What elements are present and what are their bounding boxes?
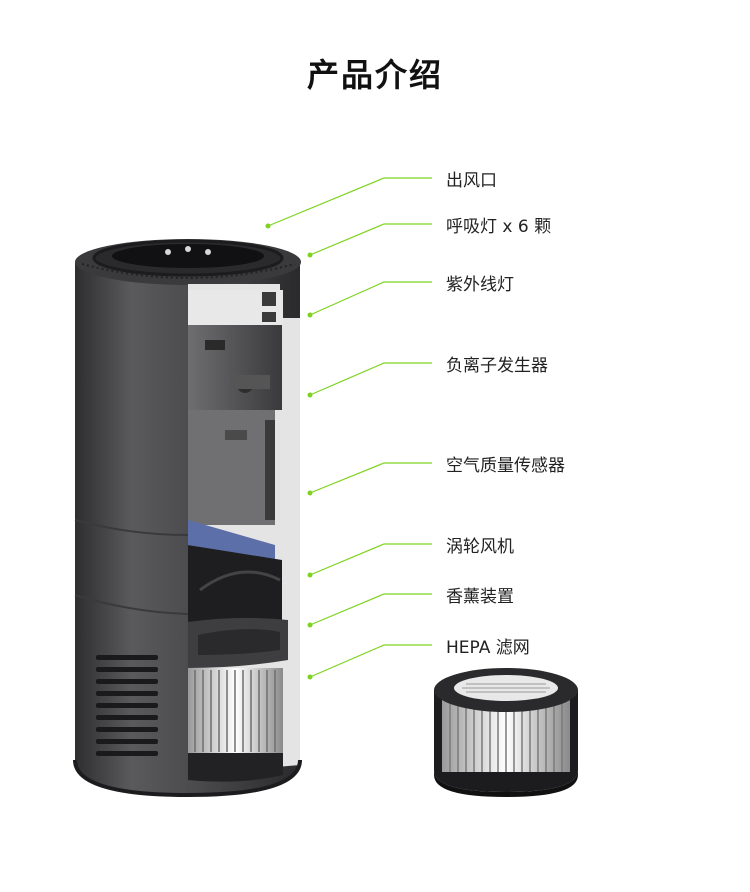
purifier-image [73,239,302,798]
filter-image [434,668,578,797]
callout-label-breathing-light: 呼吸灯 x 6 颗 [446,217,552,237]
leader-turbo-fan [307,543,432,578]
callout-label-aroma-device: 香薰装置 [446,587,514,607]
callout-leaders [265,177,432,680]
leader-ion-generator [307,362,432,398]
leader-air-outlet [265,177,432,229]
leader-uv-lamp [307,281,432,318]
callout-label-air-outlet: 出风口 [446,171,497,191]
page-title: 产品介绍 [306,56,443,94]
callout-label-turbo-fan: 涡轮风机 [446,537,514,557]
callout-label-ion-generator: 负离子发生器 [446,356,548,376]
leader-aroma-device [307,593,432,628]
leader-air-sensor [307,462,432,496]
callout-label-hepa-filter: HEPA 滤网 [446,638,530,658]
leader-hepa-filter [307,644,432,680]
callout-label-air-sensor: 空气质量传感器 [446,456,565,476]
leader-breathing-light [307,223,432,258]
callout-label-uv-lamp: 紫外线灯 [446,275,514,295]
